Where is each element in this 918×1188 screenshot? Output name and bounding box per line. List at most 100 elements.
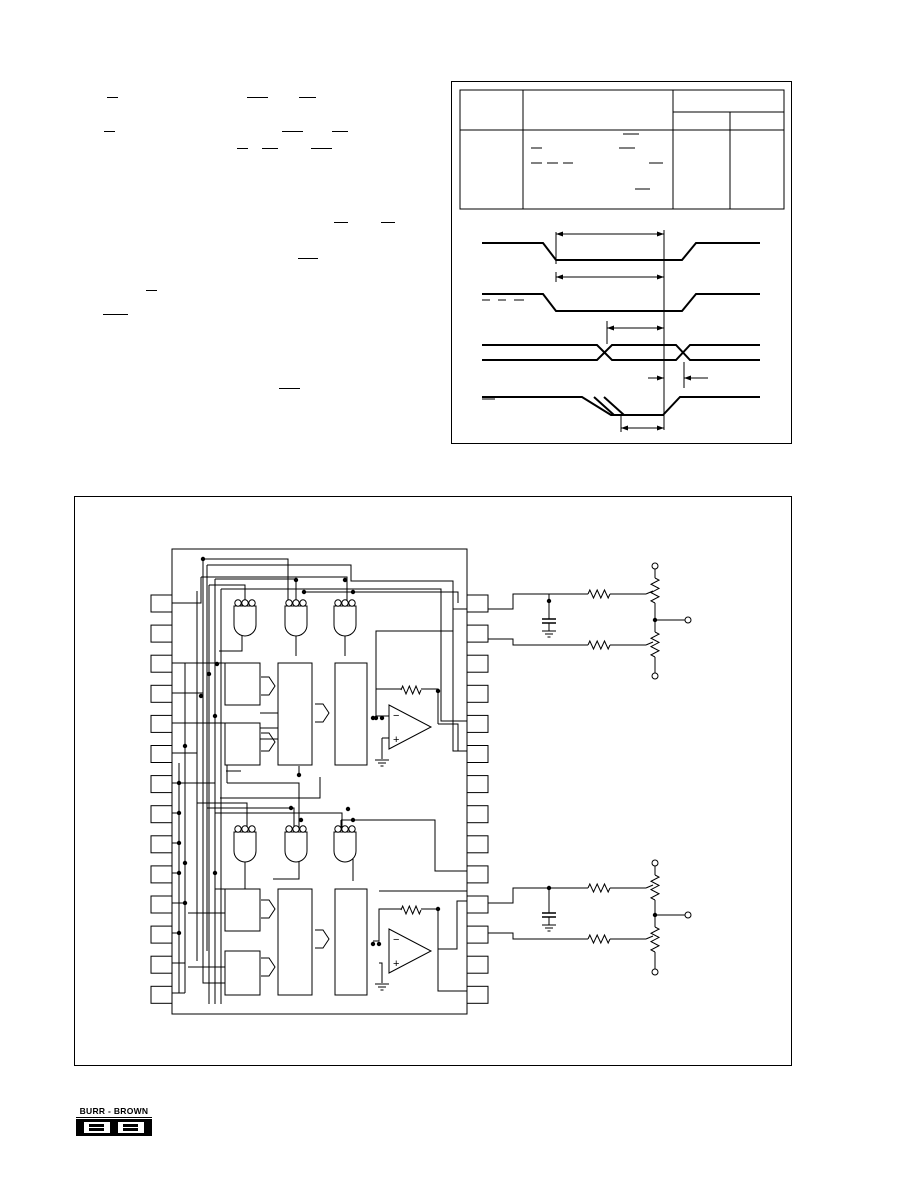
inverting-bubble [348, 825, 356, 833]
potentiometer-icon [649, 631, 661, 658]
junction-dot [350, 817, 356, 823]
data-arrow [315, 929, 330, 949]
ic-pin-left [150, 775, 173, 794]
junction-dot [350, 589, 356, 595]
ic-pin-left [150, 955, 173, 974]
wire [221, 588, 467, 722]
ic-pin-right [466, 805, 489, 824]
junction-dot [288, 805, 294, 811]
junction-dot [198, 693, 204, 699]
overbar [282, 131, 303, 132]
resistor-icon [587, 882, 611, 894]
ic-pin-right [466, 985, 489, 1004]
overbar [104, 131, 115, 132]
junction-dot [301, 589, 307, 595]
junction-dot [298, 817, 304, 823]
ic-pin-right [466, 624, 489, 643]
terminal-icon [684, 911, 692, 919]
op-amp-1 [388, 704, 433, 750]
wire [375, 688, 401, 716]
ic-pin-left [150, 594, 173, 613]
timing-figure-drawing [459, 89, 785, 432]
data-arrow [261, 676, 276, 696]
logo-mark [76, 1119, 152, 1136]
overbar [107, 97, 118, 98]
and-gate-1b [284, 605, 308, 637]
ic-pin-right [466, 684, 489, 703]
wiper-arrow [645, 641, 654, 646]
dac-register-2 [277, 888, 313, 996]
wire [227, 782, 300, 829]
resistor-icon [587, 639, 611, 651]
data-arrow [261, 957, 276, 977]
burr-brown-logo: BURR - BROWN [76, 1106, 152, 1136]
junction-dot [176, 780, 182, 786]
junction-dot [373, 715, 379, 721]
wire [273, 859, 300, 880]
ic-pin-right [466, 865, 489, 884]
inverting-bubble [285, 825, 293, 833]
junction-dot [293, 577, 299, 583]
junction-dot [345, 806, 351, 812]
wire [438, 900, 467, 950]
ic-pin-right [466, 714, 489, 733]
ic-pin-left [150, 805, 173, 824]
ic-pin-left [150, 925, 173, 944]
wire [438, 723, 467, 752]
ic-pin-left [150, 624, 173, 643]
ic-pin-right [466, 895, 489, 914]
wire [488, 593, 550, 610]
junction-dot [435, 688, 441, 694]
junction-dot [176, 930, 182, 936]
wire [197, 802, 248, 829]
inverting-bubble [241, 825, 249, 833]
junction-dot [376, 941, 382, 947]
ic-pin-right [466, 835, 489, 854]
junction-dot [182, 860, 188, 866]
ic-pin-left [150, 654, 173, 673]
terminal-icon [651, 968, 659, 976]
junction-dot [182, 900, 188, 906]
and-gate-2c [333, 831, 357, 863]
terminal-icon [651, 672, 659, 680]
ic-pin-right [466, 955, 489, 974]
junction-dot [379, 715, 385, 721]
and-gate-1c [333, 605, 357, 637]
junction-dot [206, 671, 212, 677]
terminal-icon [651, 562, 659, 570]
wire [304, 591, 459, 603]
overbar [103, 314, 128, 315]
input-register-c [224, 888, 261, 932]
minus-symbol: − [393, 934, 399, 946]
junction-dot [212, 870, 218, 876]
inverting-bubble [334, 825, 342, 833]
circuit-figure: −+−+ [74, 496, 792, 1066]
wire [215, 812, 343, 829]
ic-pin-right [466, 745, 489, 763]
overbar [299, 97, 316, 98]
potentiometer-icon [649, 874, 661, 901]
junction-dot [214, 661, 220, 667]
logo-rule [76, 1117, 152, 1118]
ic-pin-left [150, 895, 173, 914]
wire [207, 564, 467, 752]
and-gate-2a [233, 831, 257, 863]
terminal-icon [684, 616, 692, 624]
wire [375, 608, 467, 716]
wire [488, 932, 588, 940]
junction-dot [435, 906, 441, 912]
inverting-bubble [292, 599, 300, 607]
junction-dot [176, 870, 182, 876]
data-arrow [315, 703, 330, 723]
wire [220, 777, 321, 799]
wire [172, 577, 202, 604]
circuit-schematic: −+−+ [150, 548, 692, 1015]
wire [488, 887, 550, 904]
timing-table [459, 89, 785, 210]
inverting-bubble [292, 825, 300, 833]
resistor-icon [587, 588, 611, 600]
dac-2 [334, 888, 368, 996]
wire [202, 971, 225, 984]
inverting-bubble [348, 599, 356, 607]
wire [341, 819, 467, 872]
